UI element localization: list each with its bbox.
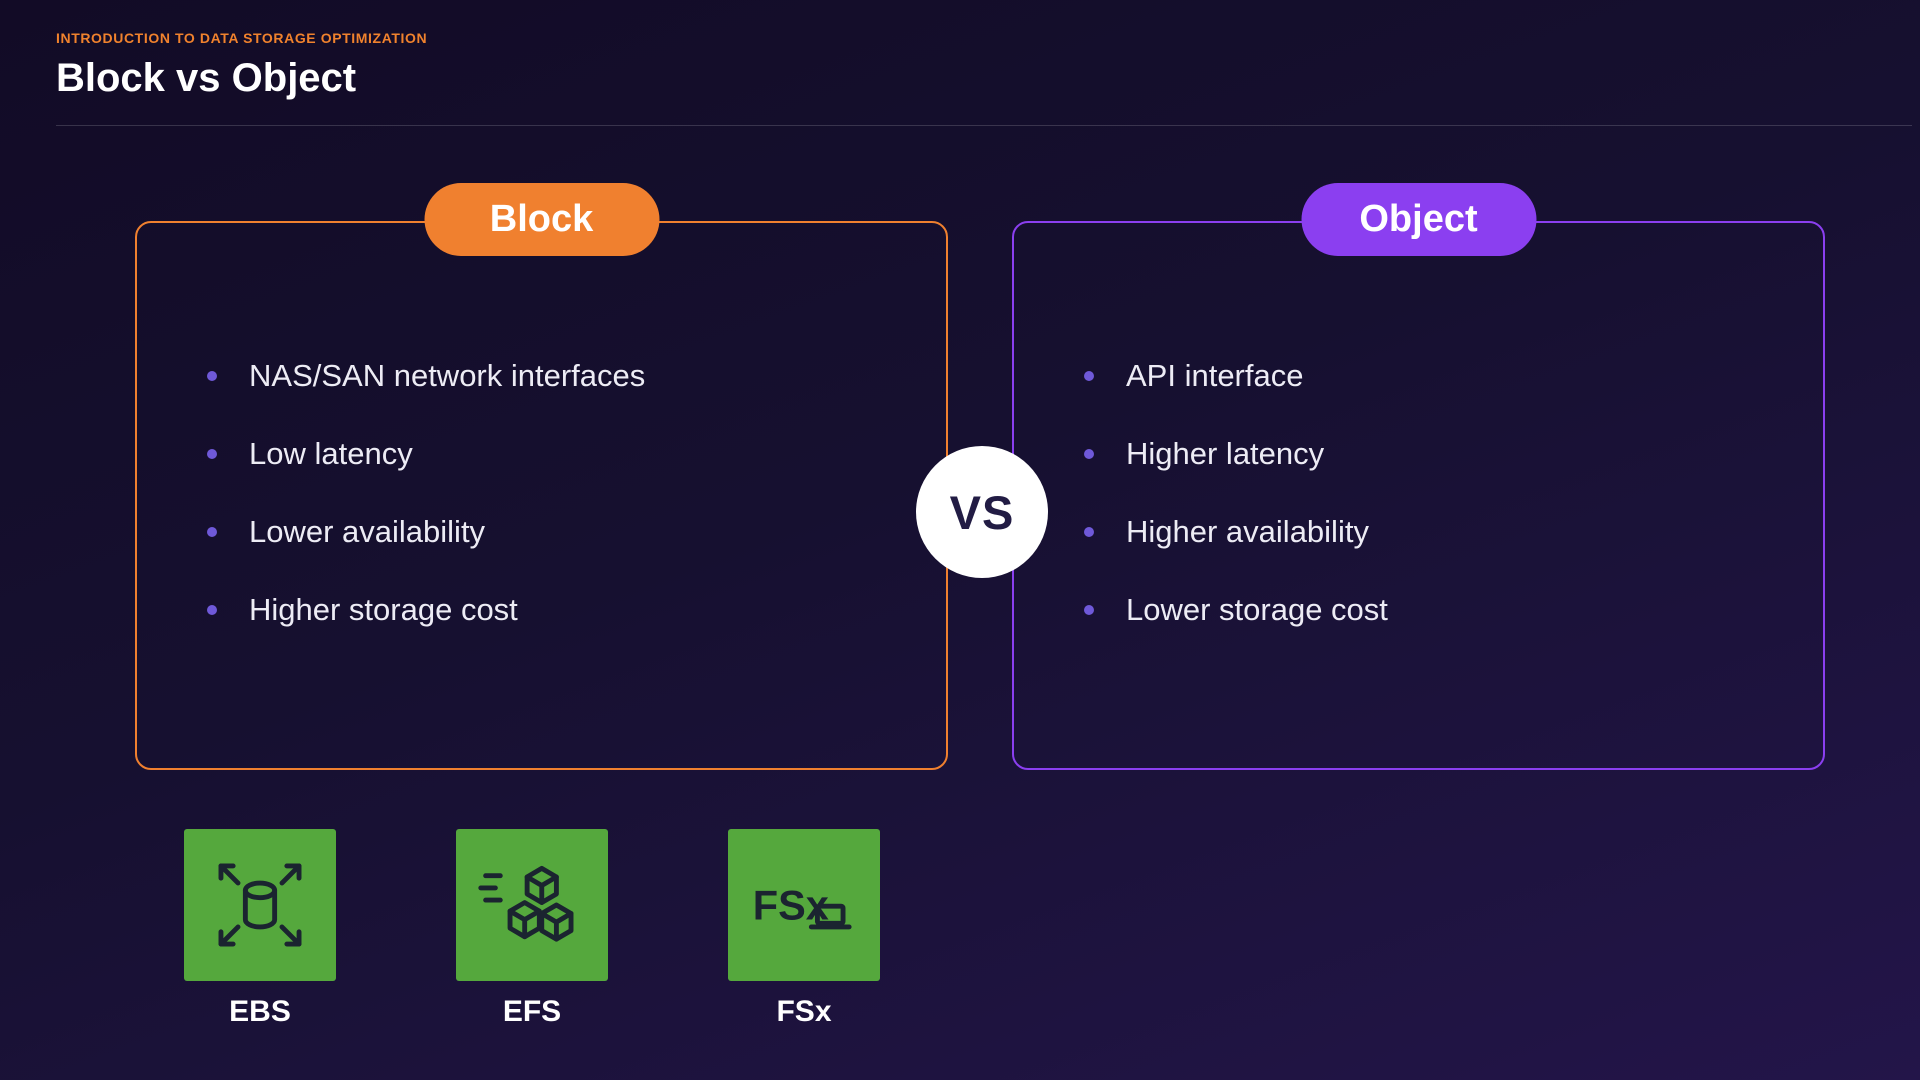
list-item-text: API interface	[1126, 358, 1304, 393]
list-item-text: Higher availability	[1126, 514, 1369, 549]
service-efs: EFS	[456, 829, 608, 1029]
list-item-text: Lower storage cost	[1126, 592, 1388, 627]
list-item-text: NAS/SAN network interfaces	[249, 358, 646, 393]
list-item: Higher storage cost	[207, 592, 906, 628]
vs-badge: VS	[916, 446, 1048, 578]
list-item: Lower availability	[207, 514, 906, 550]
list-item: Lower storage cost	[1084, 592, 1783, 628]
list-item: NAS/SAN network interfaces	[207, 358, 906, 394]
efs-cubes-icon	[456, 829, 608, 981]
object-card: Object API interface Higher latency High…	[1012, 183, 1825, 770]
block-card: Block NAS/SAN network interfaces Low lat…	[135, 183, 948, 770]
service-label: EBS	[229, 995, 291, 1028]
aws-services-row: EBS EFS FSx	[184, 829, 1920, 1029]
list-item-text: Low latency	[249, 436, 413, 471]
bullet-dot	[207, 371, 217, 381]
service-label: FSx	[776, 995, 832, 1028]
object-feature-list: API interface Higher latency Higher avai…	[1014, 223, 1823, 628]
comparison-area: Block NAS/SAN network interfaces Low lat…	[135, 183, 1825, 770]
bullet-dot	[1084, 449, 1094, 459]
eyebrow-text: INTRODUCTION TO DATA STORAGE OPTIMIZATIO…	[56, 30, 428, 46]
bullet-dot	[1084, 605, 1094, 615]
fsx-file-system-icon: FSx	[728, 829, 880, 981]
list-item-text: Higher storage cost	[249, 592, 518, 627]
bullet-dot	[1084, 527, 1094, 537]
list-item: Higher availability	[1084, 514, 1783, 550]
list-item-text: Higher latency	[1126, 436, 1325, 471]
list-item: Higher latency	[1084, 436, 1783, 472]
bullet-dot	[207, 605, 217, 615]
bullet-dot	[207, 449, 217, 459]
block-feature-list: NAS/SAN network interfaces Low latency L…	[137, 223, 946, 628]
page-title: Block vs Object	[56, 56, 357, 100]
bullet-dot	[207, 527, 217, 537]
object-card-title-pill: Object	[1301, 183, 1536, 256]
block-card-title-pill: Block	[424, 183, 659, 256]
bullet-dot	[1084, 371, 1094, 381]
slide-header: INTRODUCTION TO DATA STORAGE OPTIMIZATIO…	[0, 0, 1920, 101]
list-item: Low latency	[207, 436, 906, 472]
service-label: EFS	[502, 995, 562, 1028]
service-fsx: FSx FSx	[728, 829, 880, 1029]
header-divider	[56, 125, 1912, 126]
ebs-volume-expand-icon	[184, 829, 336, 981]
list-item: API interface	[1084, 358, 1783, 394]
service-ebs: EBS	[184, 829, 336, 1029]
list-item-text: Lower availability	[249, 514, 486, 549]
